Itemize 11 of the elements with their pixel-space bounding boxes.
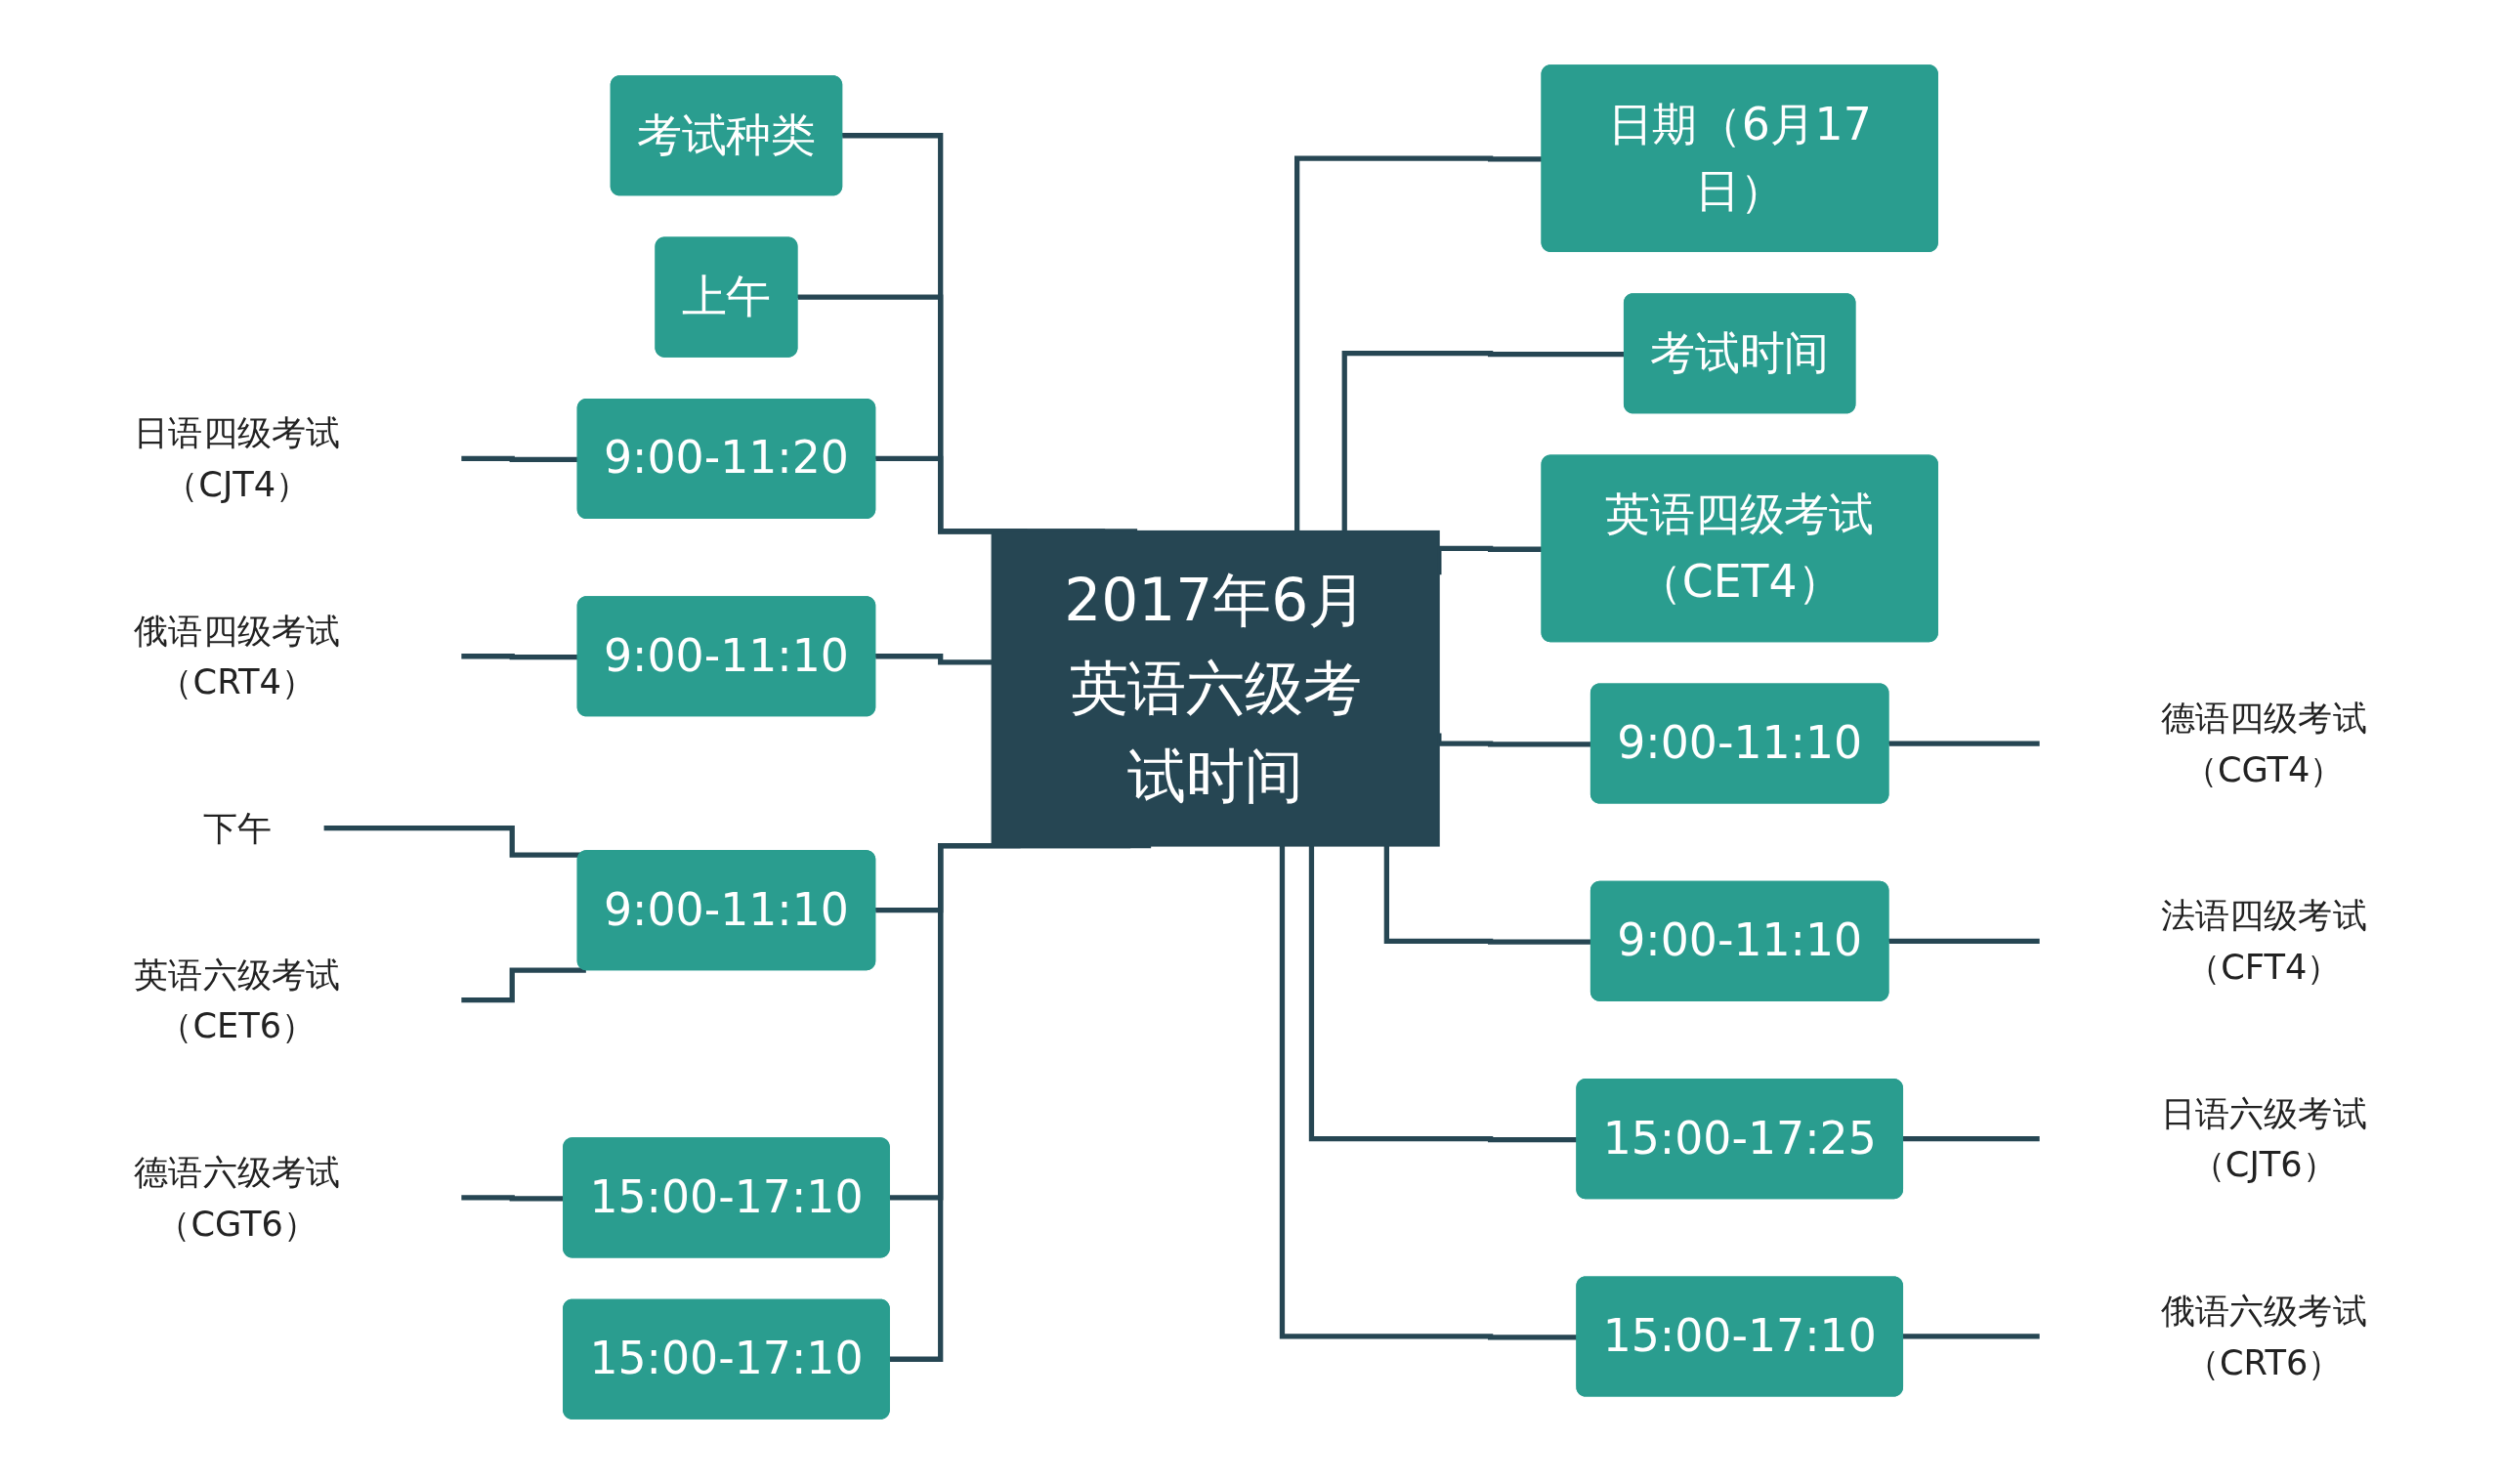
node-text: 俄语六级考试（CRT6） — [2160, 1290, 2367, 1383]
node-text: 英语六级考试（CET6） — [134, 954, 341, 1047]
node-text: 法语四级考试（CFT4） — [2160, 894, 2367, 988]
node-text: 日语六级考试（CJT6） — [2160, 1092, 2367, 1186]
node-text: 俄语四级考试（CRT4） — [134, 610, 341, 703]
node-text: 日语四级考试（CJT4） — [134, 411, 341, 505]
node-text: 下午 — [202, 807, 272, 849]
node-text: 德语六级考试（CGT6） — [134, 1151, 341, 1245]
connector — [1383, 845, 1592, 945]
node-text: 德语四级考试（CGT4） — [2160, 697, 2367, 790]
node-box: 2017年6月英语六级考试时间 — [991, 530, 1440, 847]
